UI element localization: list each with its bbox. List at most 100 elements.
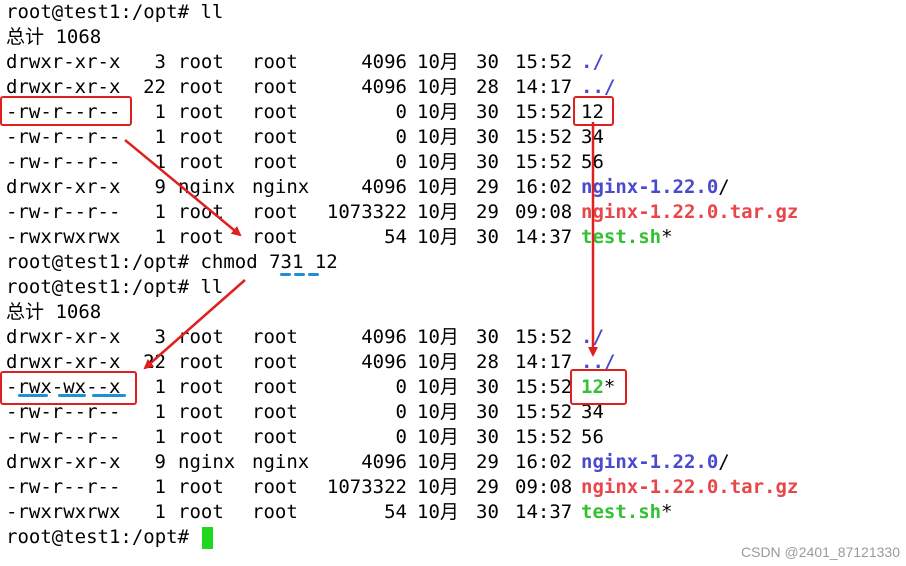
file-day: 30: [476, 126, 499, 148]
file-day: 30: [476, 401, 499, 423]
file-group: root: [252, 476, 298, 498]
file-links: 1: [154, 501, 166, 523]
chmod-command-line: root@test1:/opt# chmod 731 12: [6, 251, 338, 273]
file-links: 1: [154, 376, 166, 398]
underline-mark: [92, 394, 126, 397]
file-size: 4096: [361, 351, 407, 373]
file-name: 56: [581, 426, 604, 448]
file-group: root: [252, 376, 298, 398]
file-month: 10月: [417, 451, 459, 473]
file-time: 16:02: [515, 176, 573, 198]
file-month: 10月: [417, 401, 459, 423]
file-size: 1073322: [326, 476, 407, 498]
file-month: 10月: [417, 151, 459, 173]
file-day: 30: [476, 101, 499, 123]
file-perms: drwxr-xr-x: [6, 51, 121, 73]
file-day: 29: [476, 476, 499, 498]
command-line: root@test1:/opt# ll: [6, 276, 224, 298]
file-perms: -rw-r--r--: [6, 476, 121, 498]
file-day: 30: [476, 326, 499, 348]
file-group: root: [252, 151, 298, 173]
shell-prompt[interactable]: root@test1:/opt#: [6, 525, 214, 550]
file-name: nginx-1.22.0.tar.gz: [581, 476, 799, 498]
file-day: 30: [476, 501, 499, 523]
highlight-box-new-filename: [570, 369, 627, 405]
file-perms: -rw-r--r--: [6, 126, 121, 148]
file-size: 4096: [361, 76, 407, 98]
file-name: ./: [581, 51, 604, 73]
file-name-cell: nginx-1.22.0.tar.gz: [581, 200, 798, 225]
file-name-cell: 56: [581, 150, 604, 175]
file-perms: drwxr-xr-x: [6, 326, 121, 348]
file-name: ../: [581, 76, 616, 98]
file-size: 0: [395, 151, 407, 173]
highlight-box-new-perms: [0, 371, 137, 405]
file-owner: nginx: [178, 176, 236, 198]
file-size: 1073322: [326, 201, 407, 223]
file-perms: -rw-r--r--: [6, 401, 121, 423]
file-group: root: [252, 101, 298, 123]
file-time: 14:17: [515, 76, 573, 98]
file-perms: -rw-r--r--: [6, 101, 121, 123]
file-day: 29: [476, 176, 499, 198]
file-time: 09:08: [515, 476, 573, 498]
file-owner: root: [178, 226, 224, 248]
highlight-box-old-filename: [573, 96, 614, 126]
file-name-cell: 34: [581, 400, 604, 425]
file-group: root: [252, 351, 298, 373]
file-name-cell: ./: [581, 325, 604, 350]
file-links: 1: [154, 201, 166, 223]
file-links: 22: [143, 76, 166, 98]
file-links: 1: [154, 101, 166, 123]
file-name: nginx-1.22.0.tar.gz: [581, 201, 799, 223]
file-name: test.sh: [581, 226, 662, 248]
file-owner: root: [178, 101, 224, 123]
file-group: root: [252, 426, 298, 448]
file-links: 1: [154, 401, 166, 423]
file-perms: -rwx-wx--x: [6, 376, 121, 398]
highlight-box-old-perms: [0, 96, 132, 126]
command-line: root@test1:/opt# ll: [6, 1, 224, 23]
file-name-cell: 12*: [581, 375, 615, 400]
file-month: 10月: [417, 426, 459, 448]
file-owner: root: [178, 401, 224, 423]
file-name-cell: nginx-1.22.0/: [581, 450, 730, 475]
file-month: 10月: [417, 476, 459, 498]
file-type-suffix: *: [603, 376, 616, 398]
file-name: 12: [581, 101, 604, 123]
file-group: nginx: [252, 176, 310, 198]
file-month: 10月: [417, 51, 459, 73]
file-perms: -rw-r--r--: [6, 151, 121, 173]
file-name: nginx-1.22.0: [581, 451, 719, 473]
file-time: 15:52: [515, 401, 573, 423]
file-owner: root: [178, 201, 224, 223]
file-links: 1: [154, 226, 166, 248]
underline-mark: [294, 273, 305, 276]
file-size: 0: [395, 101, 407, 123]
file-time: 15:52: [515, 326, 573, 348]
file-size: 54: [384, 226, 407, 248]
file-links: 3: [154, 51, 166, 73]
file-owner: root: [178, 51, 224, 73]
file-day: 30: [476, 426, 499, 448]
file-links: 1: [154, 426, 166, 448]
file-time: 15:52: [515, 126, 573, 148]
file-month: 10月: [417, 201, 459, 223]
file-size: 4096: [361, 326, 407, 348]
total-line: 总计 1068: [6, 301, 102, 323]
file-owner: root: [178, 351, 224, 373]
file-name-cell: ../: [581, 75, 615, 100]
underline-mark: [18, 394, 48, 397]
file-time: 15:52: [515, 51, 573, 73]
underline-mark: [58, 394, 86, 397]
file-day: 28: [476, 351, 499, 373]
file-perms: drwxr-xr-x: [6, 451, 121, 473]
file-day: 28: [476, 76, 499, 98]
file-group: nginx: [252, 451, 310, 473]
